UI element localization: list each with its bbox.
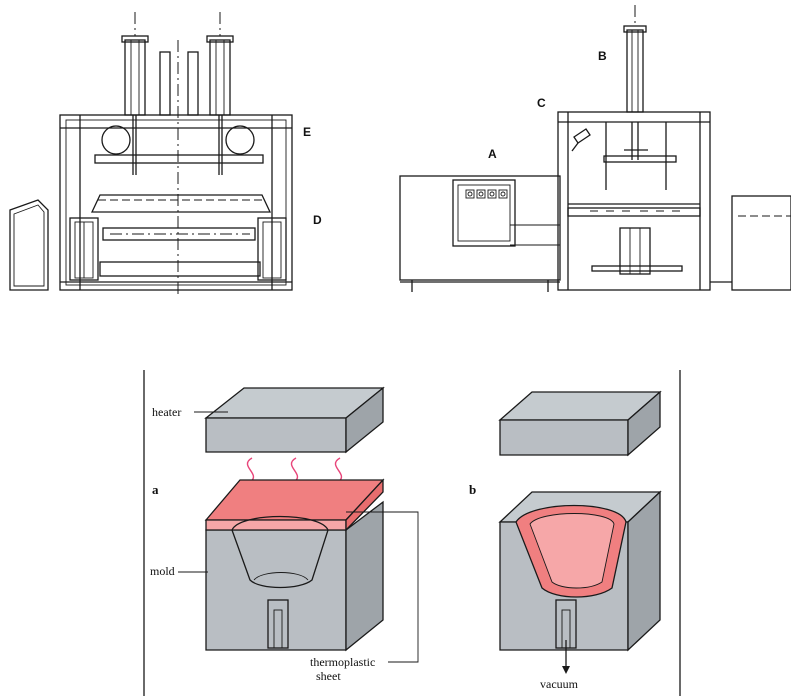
label-b: B [598,49,607,63]
heater-block-a [204,386,385,454]
leader-lines [178,411,419,663]
label-mold: mold [150,564,175,578]
thermoplastic-sheet-a [204,478,385,532]
label-vacuum: vacuum [540,677,579,691]
machine-front-view [9,12,293,295]
label-c: C [537,96,546,110]
mold-a [205,500,384,652]
machine-side-view [399,5,791,292]
label-stage-b: b [469,482,476,497]
process-panel [143,370,681,696]
label-a: A [488,147,497,161]
label-stage-a: a [152,482,159,497]
label-d: D [313,213,322,227]
label-thermoplastic: thermoplastic [310,655,375,669]
stage-a-diagram [204,386,385,652]
formed-sheet-b [515,504,627,598]
stage-b-diagram [498,390,662,674]
label-heater: heater [152,405,181,419]
label-sheet: sheet [316,669,341,683]
heater-block-b [498,390,662,457]
label-e: E [303,125,311,139]
